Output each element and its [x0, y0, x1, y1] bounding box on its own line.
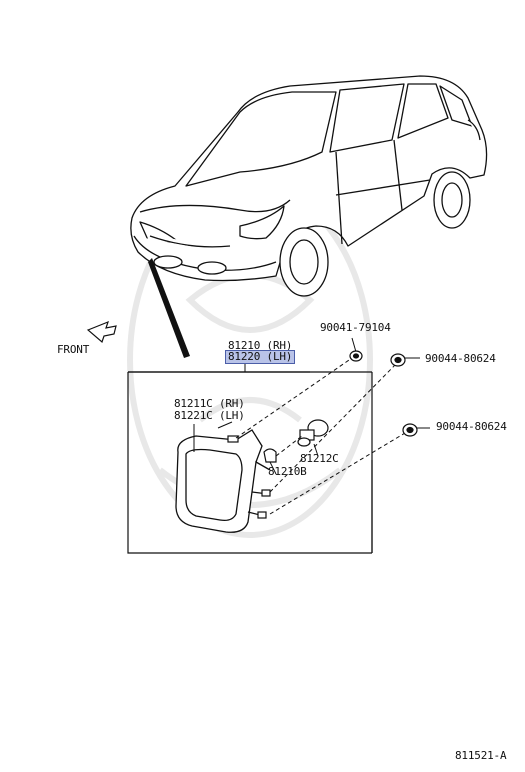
- front-arrow-icon: [86, 320, 117, 344]
- label-leaders: [193, 337, 430, 475]
- part-90041-label: 90041-79104: [320, 321, 391, 334]
- part-81212c-label: 81212C: [300, 452, 339, 465]
- nut-90041: [349, 350, 363, 362]
- part-81211c-rh-label: 81211C (RH): [174, 397, 245, 410]
- detail-box: [127, 371, 373, 554]
- front-label: FRONT: [57, 343, 90, 356]
- nut-90044-top: [390, 353, 406, 367]
- nut-90044-mid: [402, 423, 418, 437]
- part-90044-top-label: 90044-80624: [425, 352, 496, 365]
- part-90044-mid-label: 90044-80624: [436, 420, 507, 433]
- leader-pointer: [148, 258, 190, 358]
- fog-lamp: [175, 429, 271, 533]
- part-81221c-lh-label: 81221C (LH): [174, 409, 245, 422]
- lamp-fasteners: [227, 435, 271, 519]
- part-81210-rh-label: 81210 (RH): [228, 339, 293, 352]
- dashed-leaders: [235, 357, 411, 515]
- diagram-id-label: 811521-A: [455, 749, 507, 762]
- part-81210b-label: 81210B: [268, 465, 307, 478]
- bulb: [263, 448, 277, 463]
- car-illustration: [130, 75, 488, 297]
- part-81220-lh-label-highlighted[interactable]: 81220 (LH): [224, 350, 296, 364]
- bulb-socket: [297, 419, 329, 447]
